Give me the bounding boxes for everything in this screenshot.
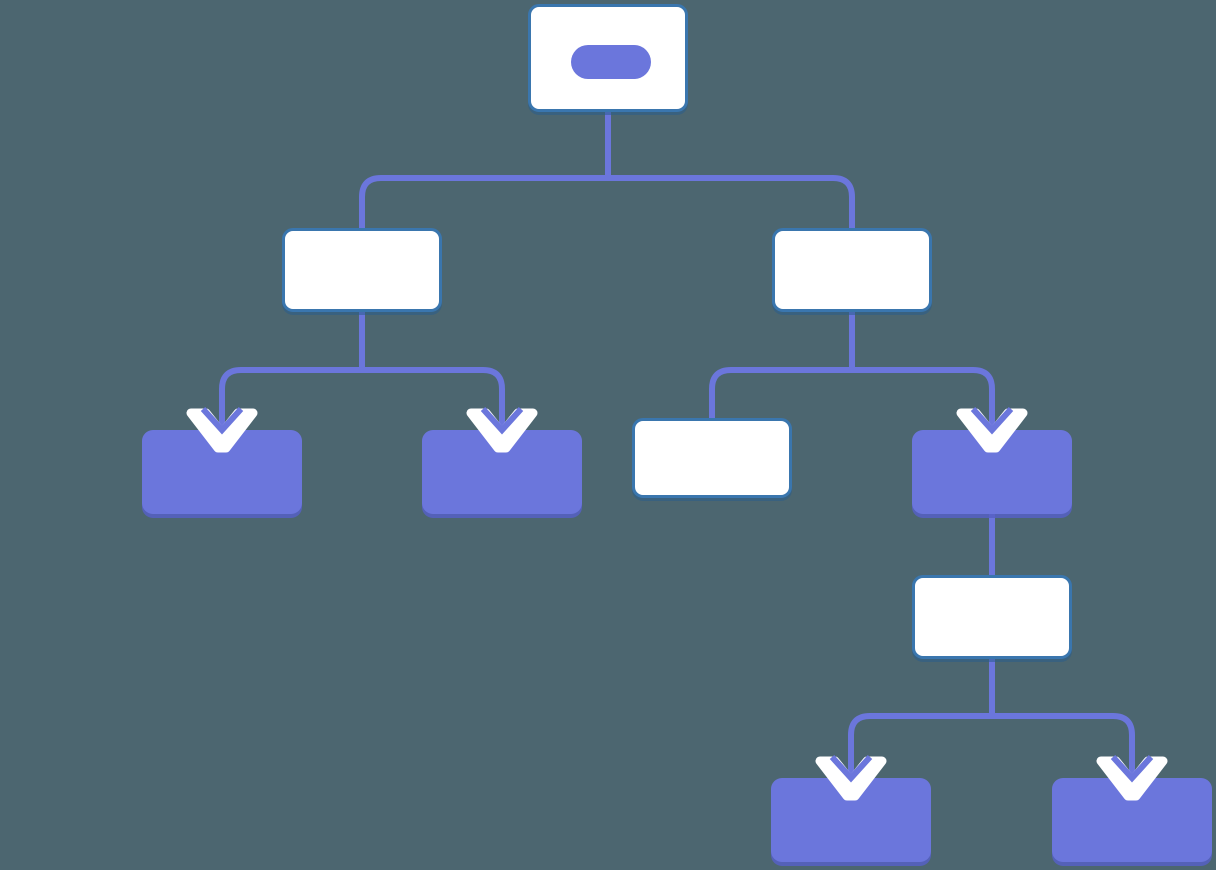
- root-node-pill-shape: [571, 45, 651, 79]
- root-node[interactable]: [528, 4, 688, 112]
- level2-node-b[interactable]: [422, 430, 582, 514]
- level2-node-d[interactable]: [912, 430, 1072, 514]
- level3-node[interactable]: [912, 575, 1072, 659]
- level1-left-node[interactable]: [282, 228, 442, 312]
- level4-right-node[interactable]: [1052, 778, 1212, 862]
- level4-left-node[interactable]: [771, 778, 931, 862]
- level2-node-a[interactable]: [142, 430, 302, 514]
- level2-node-c[interactable]: [632, 418, 792, 498]
- level1-right-node[interactable]: [772, 228, 932, 312]
